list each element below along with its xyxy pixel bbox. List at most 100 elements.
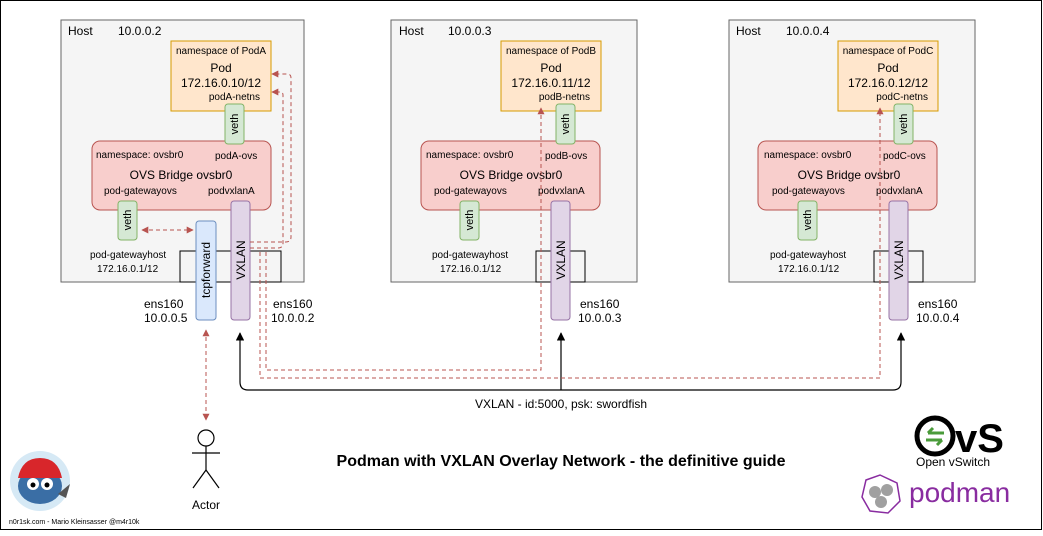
pod-b-ip: 172.16.0.11/12 — [511, 76, 591, 90]
flow-to-pod-a-outer — [250, 70, 292, 243]
vxlan-tunnel-connector — [235, 332, 906, 391]
tcpforward-a[interactable] — [195, 220, 217, 321]
actor-icon — [192, 429, 220, 489]
podman-logo-seal-1 — [869, 486, 881, 498]
podman-logo-seal-2 — [881, 484, 893, 496]
nic-c-ip: 10.0.0.4 — [916, 311, 960, 325]
pod-c-label: Pod — [877, 61, 898, 75]
ovs-logo-arrows-icon — [926, 426, 944, 447]
n0r1sk-logo — [10, 451, 70, 511]
pod-c-ip: 172.16.0.12/12 — [848, 76, 928, 90]
nic-a: ens160 — [273, 297, 313, 311]
pod-a-namespace[interactable] — [170, 40, 272, 112]
n0r1sk-logo-hat — [18, 458, 62, 478]
veth-a-pod-label: veth — [229, 114, 241, 135]
ovs-bridge-a[interactable] — [91, 140, 272, 211]
pod-b-netns: podB-netns — [539, 92, 590, 103]
ovs-bridge-b[interactable] — [420, 140, 601, 211]
host-c: Host 10.0.0.4 namespace of PodC Pod 172.… — [728, 19, 976, 325]
credit-text: n0r1sk.com - Mario Kleinsasser @m4r10k — [9, 519, 140, 526]
vxlan-tunnel-label: VXLAN - id:5000, psk: swordfish — [475, 397, 647, 411]
bridge-c-ns: namespace: ovsbr0 — [764, 150, 852, 161]
ovs-logo-text: Open vSwitch — [916, 455, 990, 469]
vxlan-b-label: VXLAN — [554, 240, 568, 279]
host-c-label: Host — [736, 24, 761, 38]
tcpforward-a-label: tcpforward — [199, 242, 213, 298]
podman-logo: podman — [861, 474, 1010, 514]
pod-a-ns-label: namespace of PodA — [176, 46, 266, 57]
vxlan-a[interactable] — [230, 200, 251, 321]
pod-b-ns-label: namespace of PodB — [506, 46, 596, 57]
host-a-label: Host — [68, 24, 93, 38]
bridge-c-vxlan-port: podvxlanA — [876, 186, 923, 197]
pod-b-namespace[interactable] — [500, 40, 602, 112]
ovs-logo-o — [914, 415, 956, 457]
bridge-b-ns: namespace: ovsbr0 — [426, 150, 514, 161]
bridge-a-ns: namespace: ovsbr0 — [96, 150, 184, 161]
host-b-label: Host — [399, 24, 424, 38]
host-a-ip: 10.0.0.2 — [118, 24, 162, 38]
nic-c: ens160 — [918, 297, 958, 311]
veth-c-pod-label: veth — [898, 114, 910, 135]
gw-c-host: pod-gatewayhost — [770, 250, 846, 261]
nic-b: ens160 — [580, 297, 620, 311]
veth-c-gw[interactable] — [797, 200, 818, 241]
ovs-logo: vS Open vSwitch — [914, 415, 1004, 469]
vxlan-c[interactable] — [888, 200, 909, 321]
bridge-b-gw-port: pod-gatewayovs — [434, 186, 507, 197]
flow-to-pod-a-inner — [250, 88, 284, 249]
podman-logo-text: podman — [909, 477, 1010, 508]
bridge-a-gw-port: pod-gatewayovs — [104, 186, 177, 197]
bridge-c-port: podC-ovs — [883, 151, 926, 162]
ovs-bridge-c[interactable] — [757, 140, 938, 211]
bridge-b-port: podB-ovs — [545, 151, 587, 162]
pod-a-label: Pod — [210, 61, 231, 75]
nic-a-left-ip: 10.0.0.5 — [144, 311, 188, 325]
veth-b-pod-label: veth — [560, 114, 572, 135]
veth-a-pod[interactable] — [224, 103, 245, 145]
pod-c-namespace[interactable] — [837, 40, 939, 112]
gw-a-ip: 172.16.0.1/12 — [97, 264, 159, 275]
podman-logo-seal-3 — [875, 496, 887, 508]
bridge-b-name: OVS Bridge ovsbr0 — [460, 168, 563, 182]
bridge-a-name: OVS Bridge ovsbr0 — [130, 168, 233, 182]
podman-logo-hex — [861, 474, 901, 514]
pod-a-ip: 172.16.0.10/12 — [181, 76, 261, 90]
host-b-ip: 10.0.0.3 — [448, 24, 492, 38]
veth-a-gw[interactable] — [117, 200, 138, 241]
nic-b-ip: 10.0.0.3 — [578, 311, 622, 325]
veth-c-gw-label: veth — [802, 210, 814, 231]
host-c-ip: 10.0.0.4 — [786, 24, 830, 38]
host-b: Host 10.0.0.3 namespace of PodB Pod 172.… — [390, 19, 638, 325]
diagram-title: Podman with VXLAN Overlay Network - the … — [337, 453, 786, 470]
veth-b-gw[interactable] — [459, 200, 480, 241]
gw-c-ip: 172.16.0.1/12 — [778, 264, 840, 275]
gw-b-ip: 172.16.0.1/12 — [440, 264, 502, 275]
veth-c-pod[interactable] — [893, 103, 914, 145]
bridge-a-vxlan-port: podvxlanA — [208, 186, 255, 197]
gw-a-host: pod-gatewayhost — [90, 250, 166, 261]
nic-a-left: ens160 — [144, 297, 184, 311]
veth-b-pod[interactable] — [555, 103, 576, 145]
pod-c-netns: podC-netns — [876, 92, 928, 103]
bridge-b-vxlan-port: podvxlanA — [538, 186, 585, 197]
pod-b-label: Pod — [540, 61, 561, 75]
pod-c-ns-label: namespace of PodC — [843, 46, 934, 57]
bridge-a-port: podA-ovs — [215, 151, 257, 162]
bridge-c-name: OVS Bridge ovsbr0 — [798, 168, 901, 182]
vxlan-c-label: VXLAN — [892, 240, 906, 279]
veth-b-gw-label: veth — [464, 210, 476, 231]
actor-label: Actor — [192, 498, 220, 512]
flow-to-pod-b — [265, 107, 545, 371]
host-a: Host 10.0.0.2 namespace of PodA Pod 172.… — [60, 19, 315, 325]
veth-a-gw-label: veth — [122, 210, 134, 231]
vxlan-a-label: VXLAN — [234, 240, 248, 279]
nic-a-ip: 10.0.0.2 — [271, 311, 315, 325]
flow-to-pod-c — [259, 107, 884, 379]
vxlan-b[interactable] — [550, 200, 571, 321]
n0r1sk-logo-fin — [58, 484, 70, 498]
bridge-c-gw-port: pod-gatewayovs — [772, 186, 845, 197]
gw-b-host: pod-gatewayhost — [432, 250, 508, 261]
